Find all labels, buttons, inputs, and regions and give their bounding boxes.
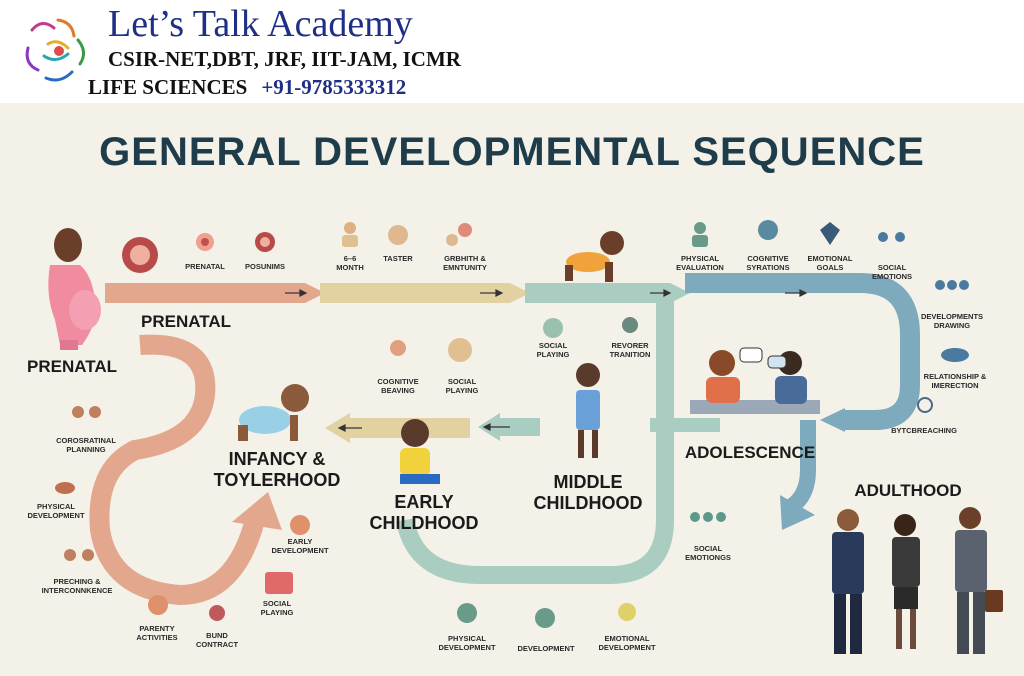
stage-infancy-line1: INFANCY & xyxy=(228,449,326,469)
brain-icon-left xyxy=(148,595,168,615)
stage-prenatal: PRENATAL xyxy=(26,357,118,376)
infant-figure xyxy=(238,384,309,441)
stage-infancy-line2: TOYLERHOOD xyxy=(213,469,341,490)
stage-early-line1: EARLY xyxy=(394,492,454,512)
brand-subtitle: CSIR-NET,DBT, JRF, IIT-JAM, ICMR xyxy=(108,47,461,71)
mother-child-icon xyxy=(290,515,310,535)
brain-icon-top xyxy=(758,220,778,240)
embryo-icon-3 xyxy=(255,232,275,252)
group-icon-bottom xyxy=(690,512,726,522)
stage-prenatal-band: PRENATAL xyxy=(140,312,232,331)
people-icon-left-2 xyxy=(64,549,94,561)
heart-icon xyxy=(265,572,293,594)
adults-figure xyxy=(832,507,1003,654)
pregnant-woman-figure xyxy=(48,228,101,350)
adolescents-figure xyxy=(690,347,820,414)
embryo-icon xyxy=(122,237,158,273)
head-speech-icon xyxy=(388,225,408,245)
people-icon-left xyxy=(72,406,101,418)
label-prenatal-small: PRENATAL xyxy=(185,262,225,271)
person-icon-top xyxy=(692,222,708,247)
brand-contact: LIFE SCIENCES +91-9785333312 xyxy=(88,75,406,100)
social-icon-mid xyxy=(543,318,563,338)
gender-icon xyxy=(917,397,933,413)
childhood-vertical xyxy=(396,298,674,584)
eye-icon xyxy=(55,482,75,494)
prenatal-s-curve xyxy=(89,334,265,606)
label-grbhith: GRBHITH &EMNTUNITY xyxy=(443,254,487,272)
brand-line3: LIFE SCIENCES xyxy=(88,75,248,99)
stage-adulthood: ADULTHOOD xyxy=(854,481,962,500)
label-development-bottom: DEVELOPMENT xyxy=(517,644,575,653)
label-relationship: RELATIONSHIP &IMERECTION xyxy=(923,372,987,390)
stage-middle-line1: MIDDLE xyxy=(553,472,623,492)
brand-title: Let’s Talk Academy xyxy=(108,3,413,45)
baby-icon-2 xyxy=(390,340,406,356)
page-title: GENERAL DEVELOPMENTAL SEQUENCE xyxy=(99,130,925,174)
baby-icon xyxy=(342,222,358,247)
stage-adolescence: ADOLESCENCE xyxy=(684,443,816,462)
hearts-icon xyxy=(446,223,472,246)
label-preching: PRECHING &INTERCONNKENCE xyxy=(41,577,113,595)
brain-icon-bottom xyxy=(457,603,477,623)
people-icon-top xyxy=(878,232,905,242)
childhood-band xyxy=(525,283,690,303)
crawling-baby-figure xyxy=(565,231,624,282)
stage-early-childhood: EARLY CHILDHOOD xyxy=(370,492,479,533)
person-icon-mid xyxy=(622,317,638,333)
header-banner: Let’s Talk Academy CSIR-NET,DBT, JRF, II… xyxy=(0,0,1024,103)
adolescence-curve xyxy=(685,273,920,430)
label-bytcbreaching: BYTCBREACHING xyxy=(891,426,957,435)
embryo-icon-2 xyxy=(196,233,214,251)
label-taster: TASTER xyxy=(383,254,413,263)
stage-early-line2: CHILDHOOD xyxy=(369,512,479,533)
adulthood-arrow xyxy=(781,420,816,518)
stage-middle-childhood: MIDDLE CHILDHOOD xyxy=(534,472,643,513)
infancy-band xyxy=(320,283,530,303)
label-posunims: POSUNIMS xyxy=(244,262,286,271)
diamond-icon xyxy=(820,222,840,245)
brain-icon-2 xyxy=(448,338,472,362)
lightbulb-icon xyxy=(618,603,636,621)
stage-middle-line2: CHILDHOOD xyxy=(533,492,643,513)
brain-icon-left-2 xyxy=(209,605,225,621)
group-icon xyxy=(935,280,969,290)
middle-child-figure xyxy=(576,363,600,458)
academy-logo xyxy=(25,18,85,82)
prenatal-band xyxy=(105,283,325,303)
phone-number: +91-9785333312 xyxy=(261,75,407,99)
early-child-figure xyxy=(400,419,440,484)
brain-icon-bottom-2 xyxy=(535,608,555,628)
handshake-icon xyxy=(941,348,969,362)
stage-infancy: INFANCY & TOYLERHOOD xyxy=(214,449,341,490)
